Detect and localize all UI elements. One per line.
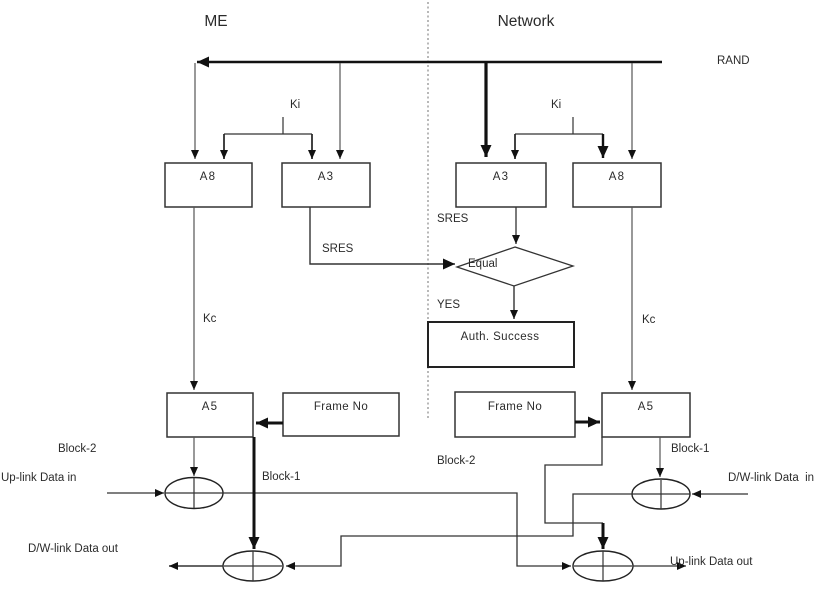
- ki-me-label: Ki: [290, 99, 300, 111]
- frame-no-net-box: [454, 391, 576, 438]
- yes-label: YES: [437, 299, 460, 311]
- a5-me-box: [166, 392, 254, 438]
- frame-no-me-box: [282, 392, 400, 437]
- block2-me-label: Block-2: [58, 443, 96, 455]
- a3-net-box: [455, 162, 547, 208]
- ki-net-label: Ki: [551, 99, 561, 111]
- a8-net-box-label: A8: [609, 171, 625, 183]
- sres-net-label: SRES: [437, 213, 469, 225]
- equal-label: Equal: [468, 258, 497, 270]
- a8-me-box-label: A8: [200, 171, 216, 183]
- a8-net-box: [572, 162, 662, 208]
- kc-me-label: Kc: [203, 313, 217, 325]
- block1-net-label: Block-1: [671, 443, 709, 455]
- me-title: ME: [204, 13, 227, 30]
- network-title: Network: [498, 13, 555, 30]
- frame-no-net-box-label: Frame No: [488, 401, 542, 413]
- a5-net-box-label: A5: [638, 401, 654, 413]
- dwlink-cipher-route-line: [286, 493, 632, 570]
- rand-label: RAND: [717, 55, 750, 67]
- sres-me-label: SRES: [322, 243, 354, 255]
- a5-net-block2-route-line: [544, 437, 603, 524]
- uplink-data-out-label: Up-link Data out: [670, 556, 753, 568]
- dwlink-data-in-label: D/W-link Data in: [728, 472, 814, 484]
- sres-me-to-equal-arrow: [309, 207, 455, 270]
- uplink-cipher-route-line: [165, 492, 571, 570]
- a3-net-box-label: A3: [493, 171, 509, 183]
- a8-me-box: [164, 162, 253, 208]
- kc-net-label: Kc: [642, 314, 656, 326]
- a3-me-box-label: A3: [318, 171, 334, 183]
- a5-net-box: [601, 392, 691, 438]
- frame-no-me-box-label: Frame No: [314, 401, 368, 413]
- auth-success-box-label: Auth. Success: [461, 331, 540, 343]
- dwlink-data-out-label: D/W-link Data out: [28, 543, 119, 555]
- uplink-data-in-label: Up-link Data in: [1, 472, 76, 484]
- block1-me-label: Block-1: [262, 471, 300, 483]
- a5-me-box-label: A5: [202, 401, 218, 413]
- auth-success-box: [427, 321, 575, 368]
- a3-me-box: [281, 162, 371, 208]
- block2-net-label: Block-2: [437, 455, 475, 467]
